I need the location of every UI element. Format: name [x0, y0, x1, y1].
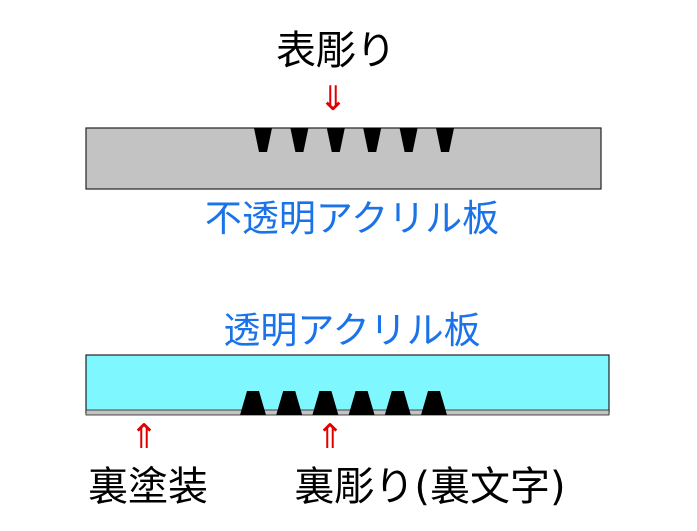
back-coating-layer: [85, 409, 610, 416]
back-engraving-marks: [240, 391, 447, 415]
back-coating-arrow: ⇑: [130, 417, 159, 457]
opaque-plate-label: 不透明アクリル板: [205, 197, 499, 240]
back-engraving-mark: [240, 391, 266, 415]
top-engraving-groove: [290, 128, 309, 152]
top-engraving-arrow: ⇓: [319, 79, 348, 119]
back-engraving-mark: [312, 391, 339, 415]
back-engraving-mark: [384, 391, 411, 415]
back-engraving-arrow: ⇑: [316, 417, 345, 457]
top-engraving-label: 表彫り: [276, 28, 396, 74]
top-engraving-groove: [436, 128, 454, 152]
top-engraving-groove: [326, 128, 345, 152]
top-engraving-groove: [363, 128, 382, 152]
top-engraving-groove: [254, 128, 272, 152]
back-engraving-mark: [276, 391, 303, 415]
back-engraving-mark: [421, 391, 447, 415]
top-engraving-groove: [399, 128, 418, 152]
back-engraving-mark: [348, 391, 375, 415]
clear-acrylic-plate: [85, 354, 610, 414]
top-engraving-grooves: [254, 128, 454, 152]
back-coating-label: 裏塗装: [88, 464, 208, 510]
clear-plate-label: 透明アクリル板: [223, 309, 480, 352]
back-engraving-label: 裏彫り(裏文字): [294, 464, 565, 510]
opaque-acrylic-plate: [85, 127, 602, 190]
